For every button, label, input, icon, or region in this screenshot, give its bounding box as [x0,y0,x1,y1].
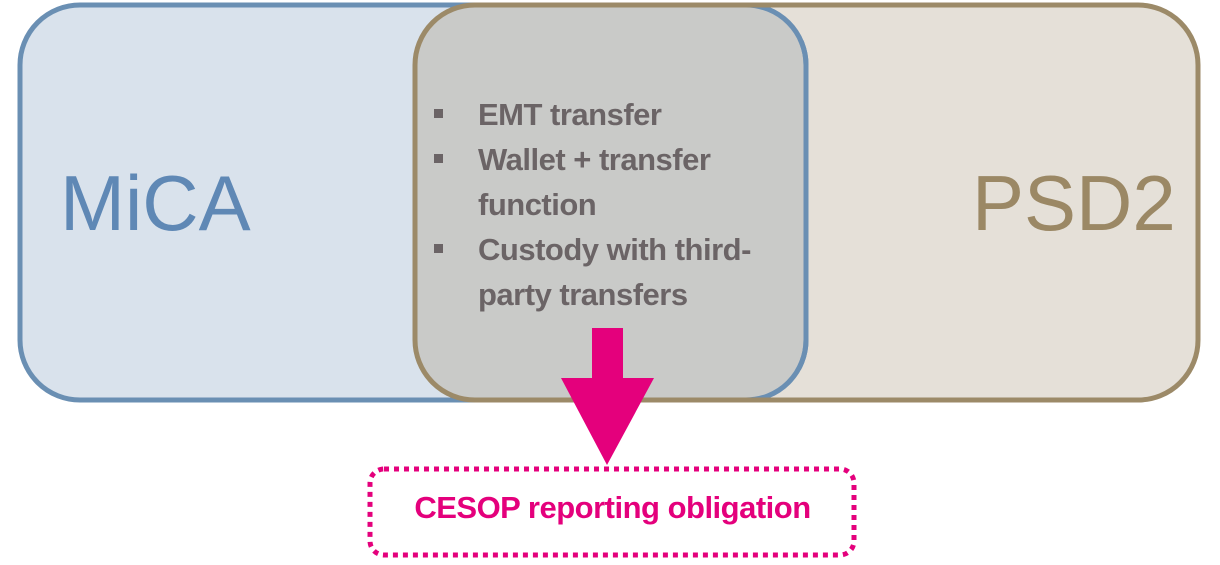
cesop-label: CESOP reporting obligation [414,490,811,525]
bullet-icon [434,109,443,118]
down-arrow-icon [561,328,654,465]
list-item-text: EMT transfer [478,97,662,132]
bullet-icon [434,244,443,253]
cesop-box [367,466,857,558]
bullet-icon [434,154,443,163]
list-item: Custody with third-party transfers [432,227,792,317]
list-item: Wallet + transfer function [432,137,792,227]
mica-label: MiCA [60,159,251,247]
list-item-text: Custody with third-party transfers [478,232,751,312]
overlap-list: EMT transfer Wallet + transfer function … [432,92,792,317]
psd2-label: PSD2 [972,159,1176,247]
list-item: EMT transfer [432,92,792,137]
list-item-text: Wallet + transfer function [478,142,711,222]
overlap-region [415,5,806,400]
